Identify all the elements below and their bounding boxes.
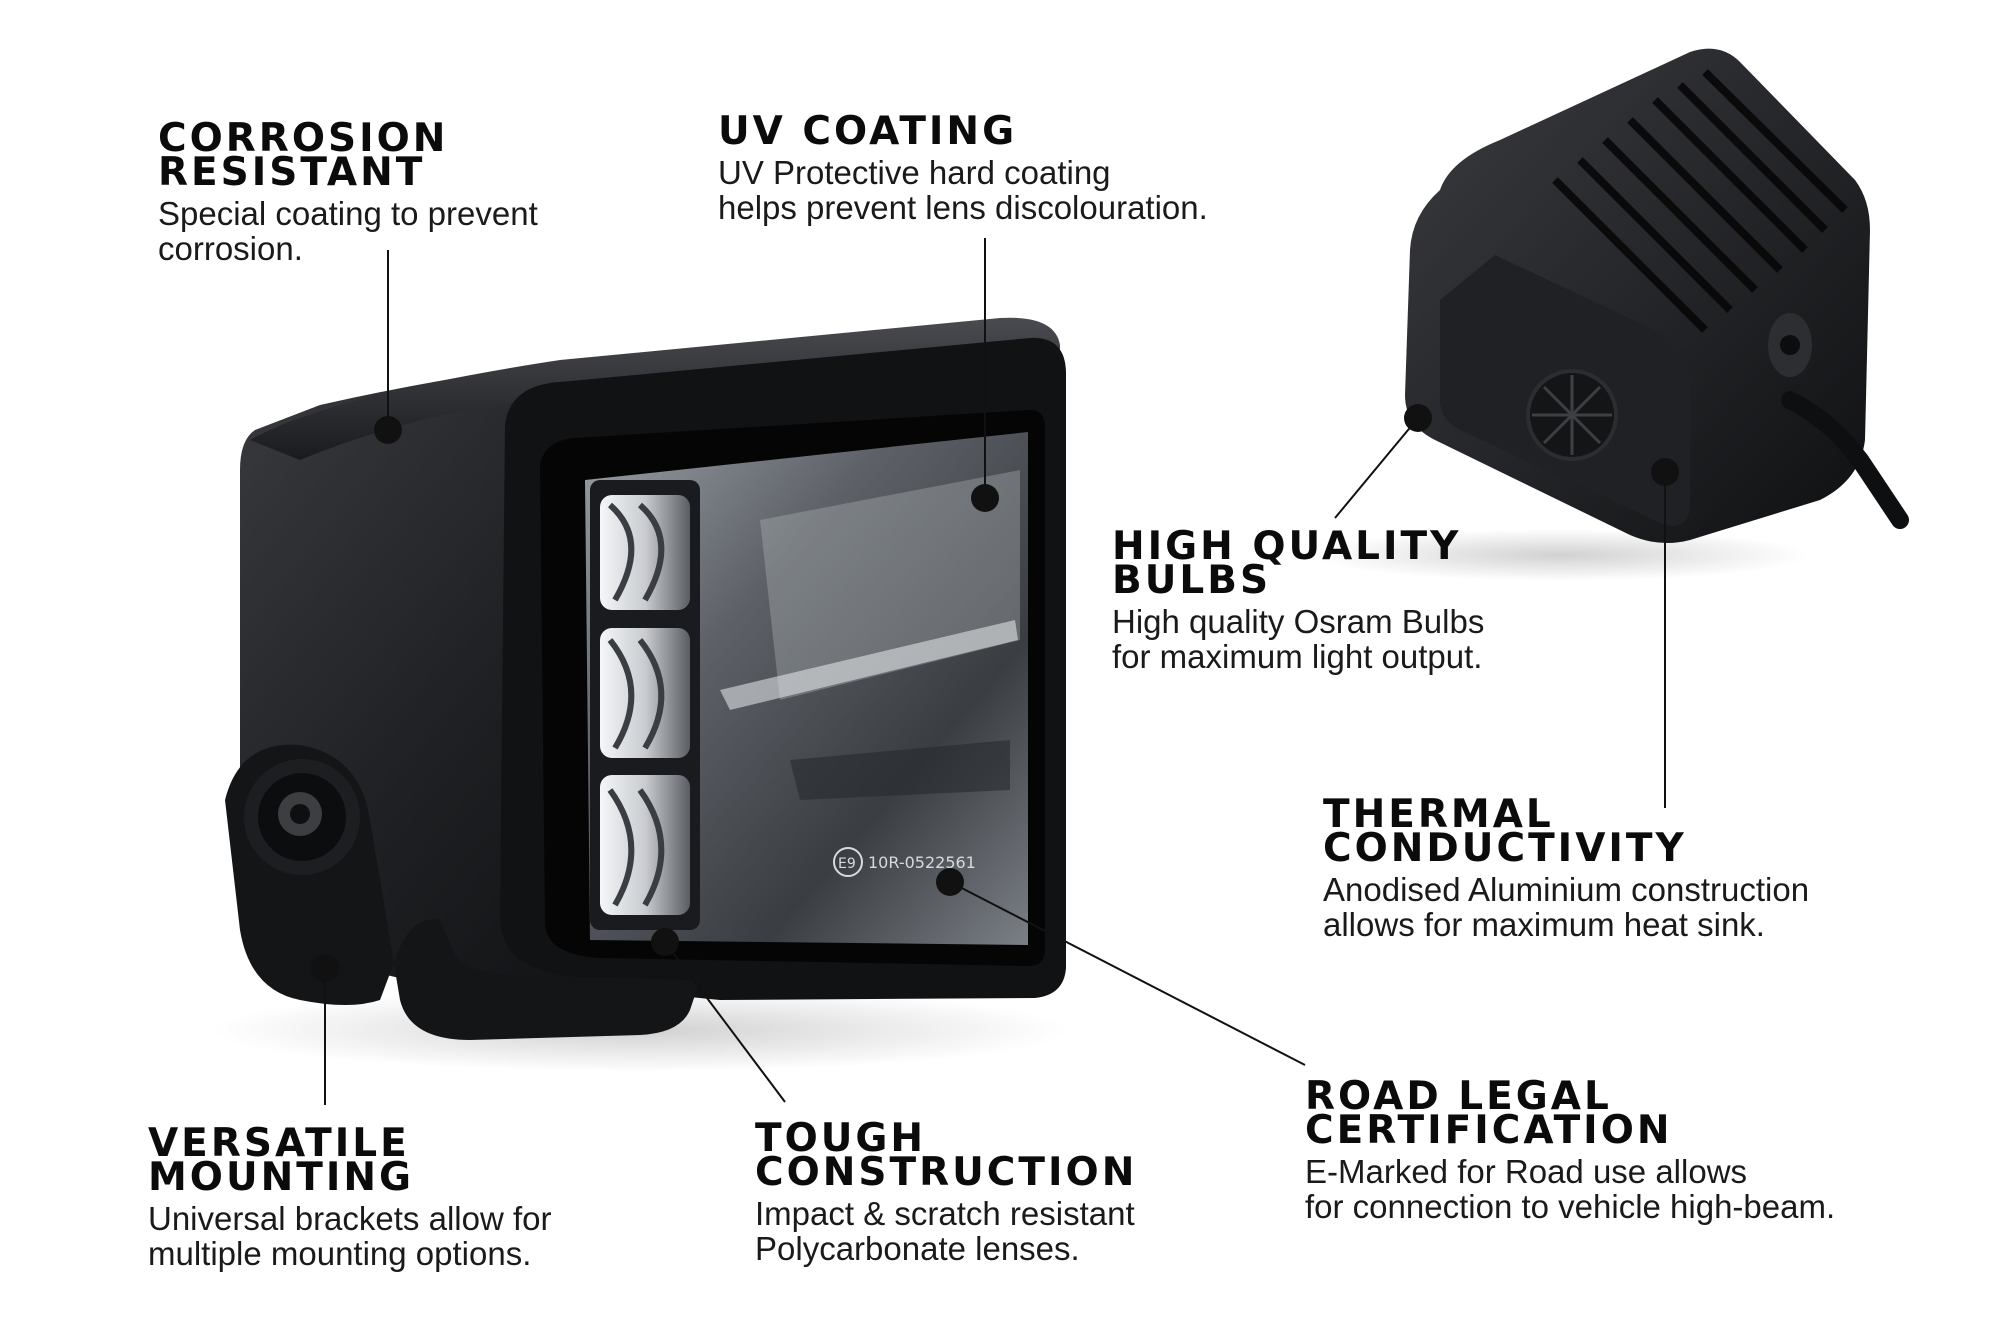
mounting-bracket bbox=[225, 744, 700, 1040]
feature-description: E-Marked for Road use allows for connect… bbox=[1305, 1153, 1836, 1225]
callout-tough-line bbox=[664, 941, 786, 1103]
feature-title: CORROSION RESISTANT bbox=[158, 116, 449, 195]
e-mark-label: E9 10R-0522561 bbox=[833, 847, 976, 877]
feature-road-legal-certification: ROAD LEGAL CERTIFICATION E-Marked for Ro… bbox=[1305, 1074, 1836, 1225]
feature-title: THERMAL CONDUCTIVITY bbox=[1323, 792, 1687, 871]
feature-description: High quality Osram Bulbs for maximum lig… bbox=[1112, 603, 1485, 675]
feature-title: ROAD LEGAL CERTIFICATION bbox=[1305, 1074, 1673, 1153]
callout-mounting-dot bbox=[311, 954, 339, 982]
feature-tough-construction: TOUGH CONSTRUCTION Impact & scratch resi… bbox=[755, 1116, 1138, 1267]
e-mark-symbol: E9 bbox=[838, 856, 856, 872]
feature-title: UV COATING bbox=[718, 109, 1018, 154]
callout-road-line bbox=[949, 881, 1306, 1066]
callout-corrosion-dot bbox=[374, 416, 402, 444]
callout-bulbs-line bbox=[1334, 417, 1419, 519]
callout-road-dot bbox=[936, 868, 964, 896]
feature-description: Anodised Aluminium construction allows f… bbox=[1323, 871, 1810, 943]
feature-title: HIGH QUALITY BULBS bbox=[1112, 524, 1462, 603]
feature-description: Universal brackets allow for multiple mo… bbox=[148, 1200, 552, 1272]
callout-tough-dot bbox=[651, 928, 679, 956]
feature-corrosion-resistant: CORROSION RESISTANT Special coating to p… bbox=[158, 116, 538, 267]
feature-description: Special coating to prevent corrosion. bbox=[158, 195, 538, 267]
feature-versatile-mounting: VERSATILE MOUNTING Universal brackets al… bbox=[148, 1121, 552, 1272]
feature-title: VERSATILE MOUNTING bbox=[148, 1121, 415, 1200]
callout-thermal-dot bbox=[1651, 458, 1679, 486]
callout-uv-dot bbox=[971, 484, 999, 512]
led-bulbs bbox=[600, 495, 690, 915]
feature-description: UV Protective hard coating helps prevent… bbox=[718, 154, 1208, 226]
front-light-image: E9 10R-0522561 bbox=[210, 317, 1070, 1072]
callout-bulbs-dot bbox=[1404, 404, 1432, 432]
feature-thermal-conductivity: THERMAL CONDUCTIVITY Anodised Aluminium … bbox=[1323, 792, 1810, 943]
feature-title: TOUGH CONSTRUCTION bbox=[755, 1116, 1138, 1195]
feature-high-quality-bulbs: HIGH QUALITY BULBS High quality Osram Bu… bbox=[1112, 524, 1485, 675]
e-mark-code: 10R-0522561 bbox=[868, 853, 976, 872]
callouts bbox=[311, 238, 1679, 1105]
feature-description: Impact & scratch resistant Polycarbonate… bbox=[755, 1195, 1135, 1267]
rear-light-image bbox=[1310, 48, 1909, 581]
feature-uv-coating: UV COATING UV Protective hard coating he… bbox=[718, 109, 1208, 226]
